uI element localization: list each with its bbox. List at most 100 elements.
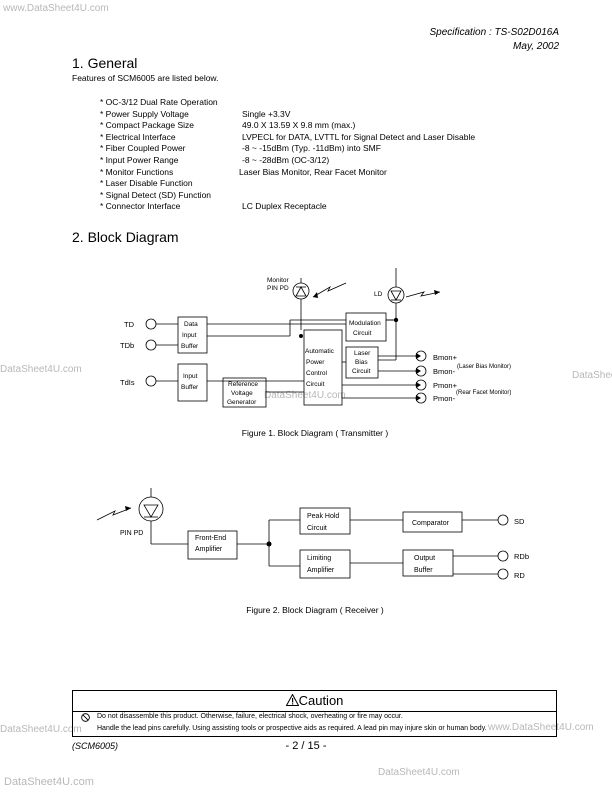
td-label: TD	[124, 320, 135, 329]
spec-id: Specification : TS-S02D016A	[429, 27, 559, 38]
input-buffer-box	[177, 363, 208, 402]
monitor-pd-triangle	[295, 286, 307, 297]
ob-label-1: Output	[414, 555, 435, 562]
apc-label-4: Circuit	[306, 381, 325, 388]
laser-bias-box	[345, 346, 379, 379]
watermark-bottom-right: DataSheet4U.com	[378, 767, 460, 778]
comparator-box	[402, 511, 463, 533]
tdis-label: TdIs	[120, 378, 135, 387]
apc-label-3: Control	[306, 370, 328, 377]
lb-label-2: Bias	[355, 359, 368, 366]
sd-label: SD	[514, 517, 525, 526]
modulation-box	[345, 312, 387, 342]
la-label-2: Amplifier	[307, 567, 335, 574]
ld-label: LD	[374, 291, 383, 298]
fea-label-1: Front-End	[195, 535, 226, 542]
ib-label-1: Input	[183, 373, 198, 380]
monitor-pd-symbol	[292, 282, 310, 300]
rvg-label-2: Voltage	[231, 390, 253, 397]
warning-triangle-icon	[285, 693, 299, 706]
mod-label-2: Circuit	[353, 330, 372, 337]
pmon-minus-label: Pmon-	[433, 394, 456, 403]
figure2-caption: Figure 2. Block Diagram ( Receiver )	[246, 605, 384, 615]
feature-item: * Signal Detect (SD) Function	[100, 190, 218, 202]
limiting-amp-box	[299, 549, 351, 579]
feature-value: Single +3.3V	[242, 108, 291, 119]
feature-item: * Laser Disable Function	[100, 178, 218, 190]
apc-label-1: Automatic	[305, 348, 335, 355]
watermark-top-left: www.DataSheet4U.com	[3, 3, 109, 14]
feature-name: * Electrical Interface	[100, 131, 176, 142]
ld-light-arrow	[405, 291, 441, 298]
feature-name: * Fiber Coupled Power	[100, 143, 186, 154]
section-block-diagram-title: 2. Block Diagram	[72, 229, 179, 245]
apc-label-2: Power	[306, 359, 325, 366]
prohibited-icon	[81, 713, 90, 722]
monitor-pd-label-2: PIN PD	[267, 285, 289, 292]
feature-name: * Compact Package Size	[100, 120, 195, 131]
figure1-caption: Figure 1. Block Diagram ( Transmitter )	[242, 428, 389, 438]
feature-value: 49.0 X 13.59 X 9.8 mm (max.)	[242, 120, 356, 131]
monitor-pd-label-1: Monitor	[267, 277, 290, 284]
bmon-plus-label: Bmon+	[433, 353, 458, 362]
output-buffer-box	[402, 549, 454, 577]
feature-item: * Fiber Coupled Power-8 ~ -15dBm (Typ. -…	[100, 143, 381, 155]
fea-label-2: Amplifier	[195, 546, 223, 553]
feature-item: * Input Power Range -8 ~ -28dBm (OC-3/12)	[100, 154, 329, 167]
lb-label-1: Laser	[354, 350, 371, 357]
ld-triangle	[390, 290, 402, 301]
reference-voltage-box	[222, 377, 267, 408]
feature-value: Laser Bias Monitor, Rear Facet Monitor	[239, 166, 387, 177]
watermark-bottom-left: DataSheet4U.com	[4, 776, 94, 788]
rvg-label-1: Reference	[228, 381, 258, 388]
mod-label-1: Modulation	[349, 320, 381, 327]
caution-title: Caution	[298, 693, 344, 708]
watermark-right-mid: DataSheet	[572, 370, 612, 381]
apc-box	[303, 329, 343, 406]
phc-label-2: Circuit	[307, 525, 327, 532]
spec-date: May, 2002	[513, 41, 559, 52]
feature-name: * Laser Disable Function	[100, 178, 193, 189]
caution-header: Caution	[73, 691, 556, 712]
feature-name: * Input Power Range	[100, 154, 179, 165]
feature-value: -8 ~ -28dBm (OC-3/12)	[242, 154, 330, 165]
footer-model: (SCM6005)	[72, 741, 119, 751]
comparator-label: Comparator	[412, 520, 450, 527]
feature-item: * Monitor Functions Laser Bias Monitor, R…	[100, 166, 387, 179]
dib-label-3: Buffer	[181, 343, 199, 350]
feature-value: LC Duplex Receptacle	[242, 201, 327, 212]
feature-name: * OC-3/12 Dual Rate Operation	[100, 97, 218, 107]
section-general-title: 1. General	[72, 55, 138, 71]
pin-pd-label: PIN PD	[120, 530, 143, 537]
watermark-right-bottom: www.DataSheet4U.com	[488, 722, 594, 733]
laser-bias-monitor-note: (Laser Bias Monitor)	[457, 364, 511, 370]
feature-name: * Monitor Functions	[100, 166, 174, 177]
features-intro: Features of SCM6005 are listed below.	[72, 73, 219, 83]
rdb-label: RDb	[514, 552, 529, 561]
phc-label-1: Peak Hold	[307, 513, 339, 520]
data-input-buffer-box	[177, 316, 208, 354]
lb-label-3: Circuit	[352, 368, 371, 375]
watermark-center-mid: DataSheet4U.com	[264, 390, 346, 401]
watermark-left-mid: DataSheet4U.com	[0, 364, 82, 375]
dib-label-2: Input	[182, 332, 197, 339]
footer-page-number: - 2 / 15 -	[285, 740, 327, 752]
dib-label-1: Data	[184, 321, 198, 328]
features-list: * OC-3/12 Dual Rate Operation * Power Su…	[100, 97, 475, 213]
pmon-plus-label: Pmon+	[433, 381, 458, 390]
ib-label-2: Buffer	[181, 384, 199, 391]
receiver-diagram	[96, 488, 509, 580]
la-label-1: Limiting	[307, 555, 331, 562]
caution-box: Caution Do not disassemble this product.…	[72, 690, 557, 737]
tdb-label: TDb	[120, 341, 134, 350]
rvg-label-3: Generator	[227, 399, 257, 406]
spec-header: Specification : TS-S02D016A May, 2002	[429, 26, 559, 54]
feature-name: * Signal Detect (SD) Function	[100, 189, 212, 200]
front-end-amp-box	[187, 530, 238, 560]
peak-hold-box	[299, 507, 351, 535]
rear-facet-monitor-note: (Rear Facet Monitor)	[456, 390, 511, 396]
caution-line-1: Do not disassemble this product. Otherwi…	[97, 713, 403, 720]
